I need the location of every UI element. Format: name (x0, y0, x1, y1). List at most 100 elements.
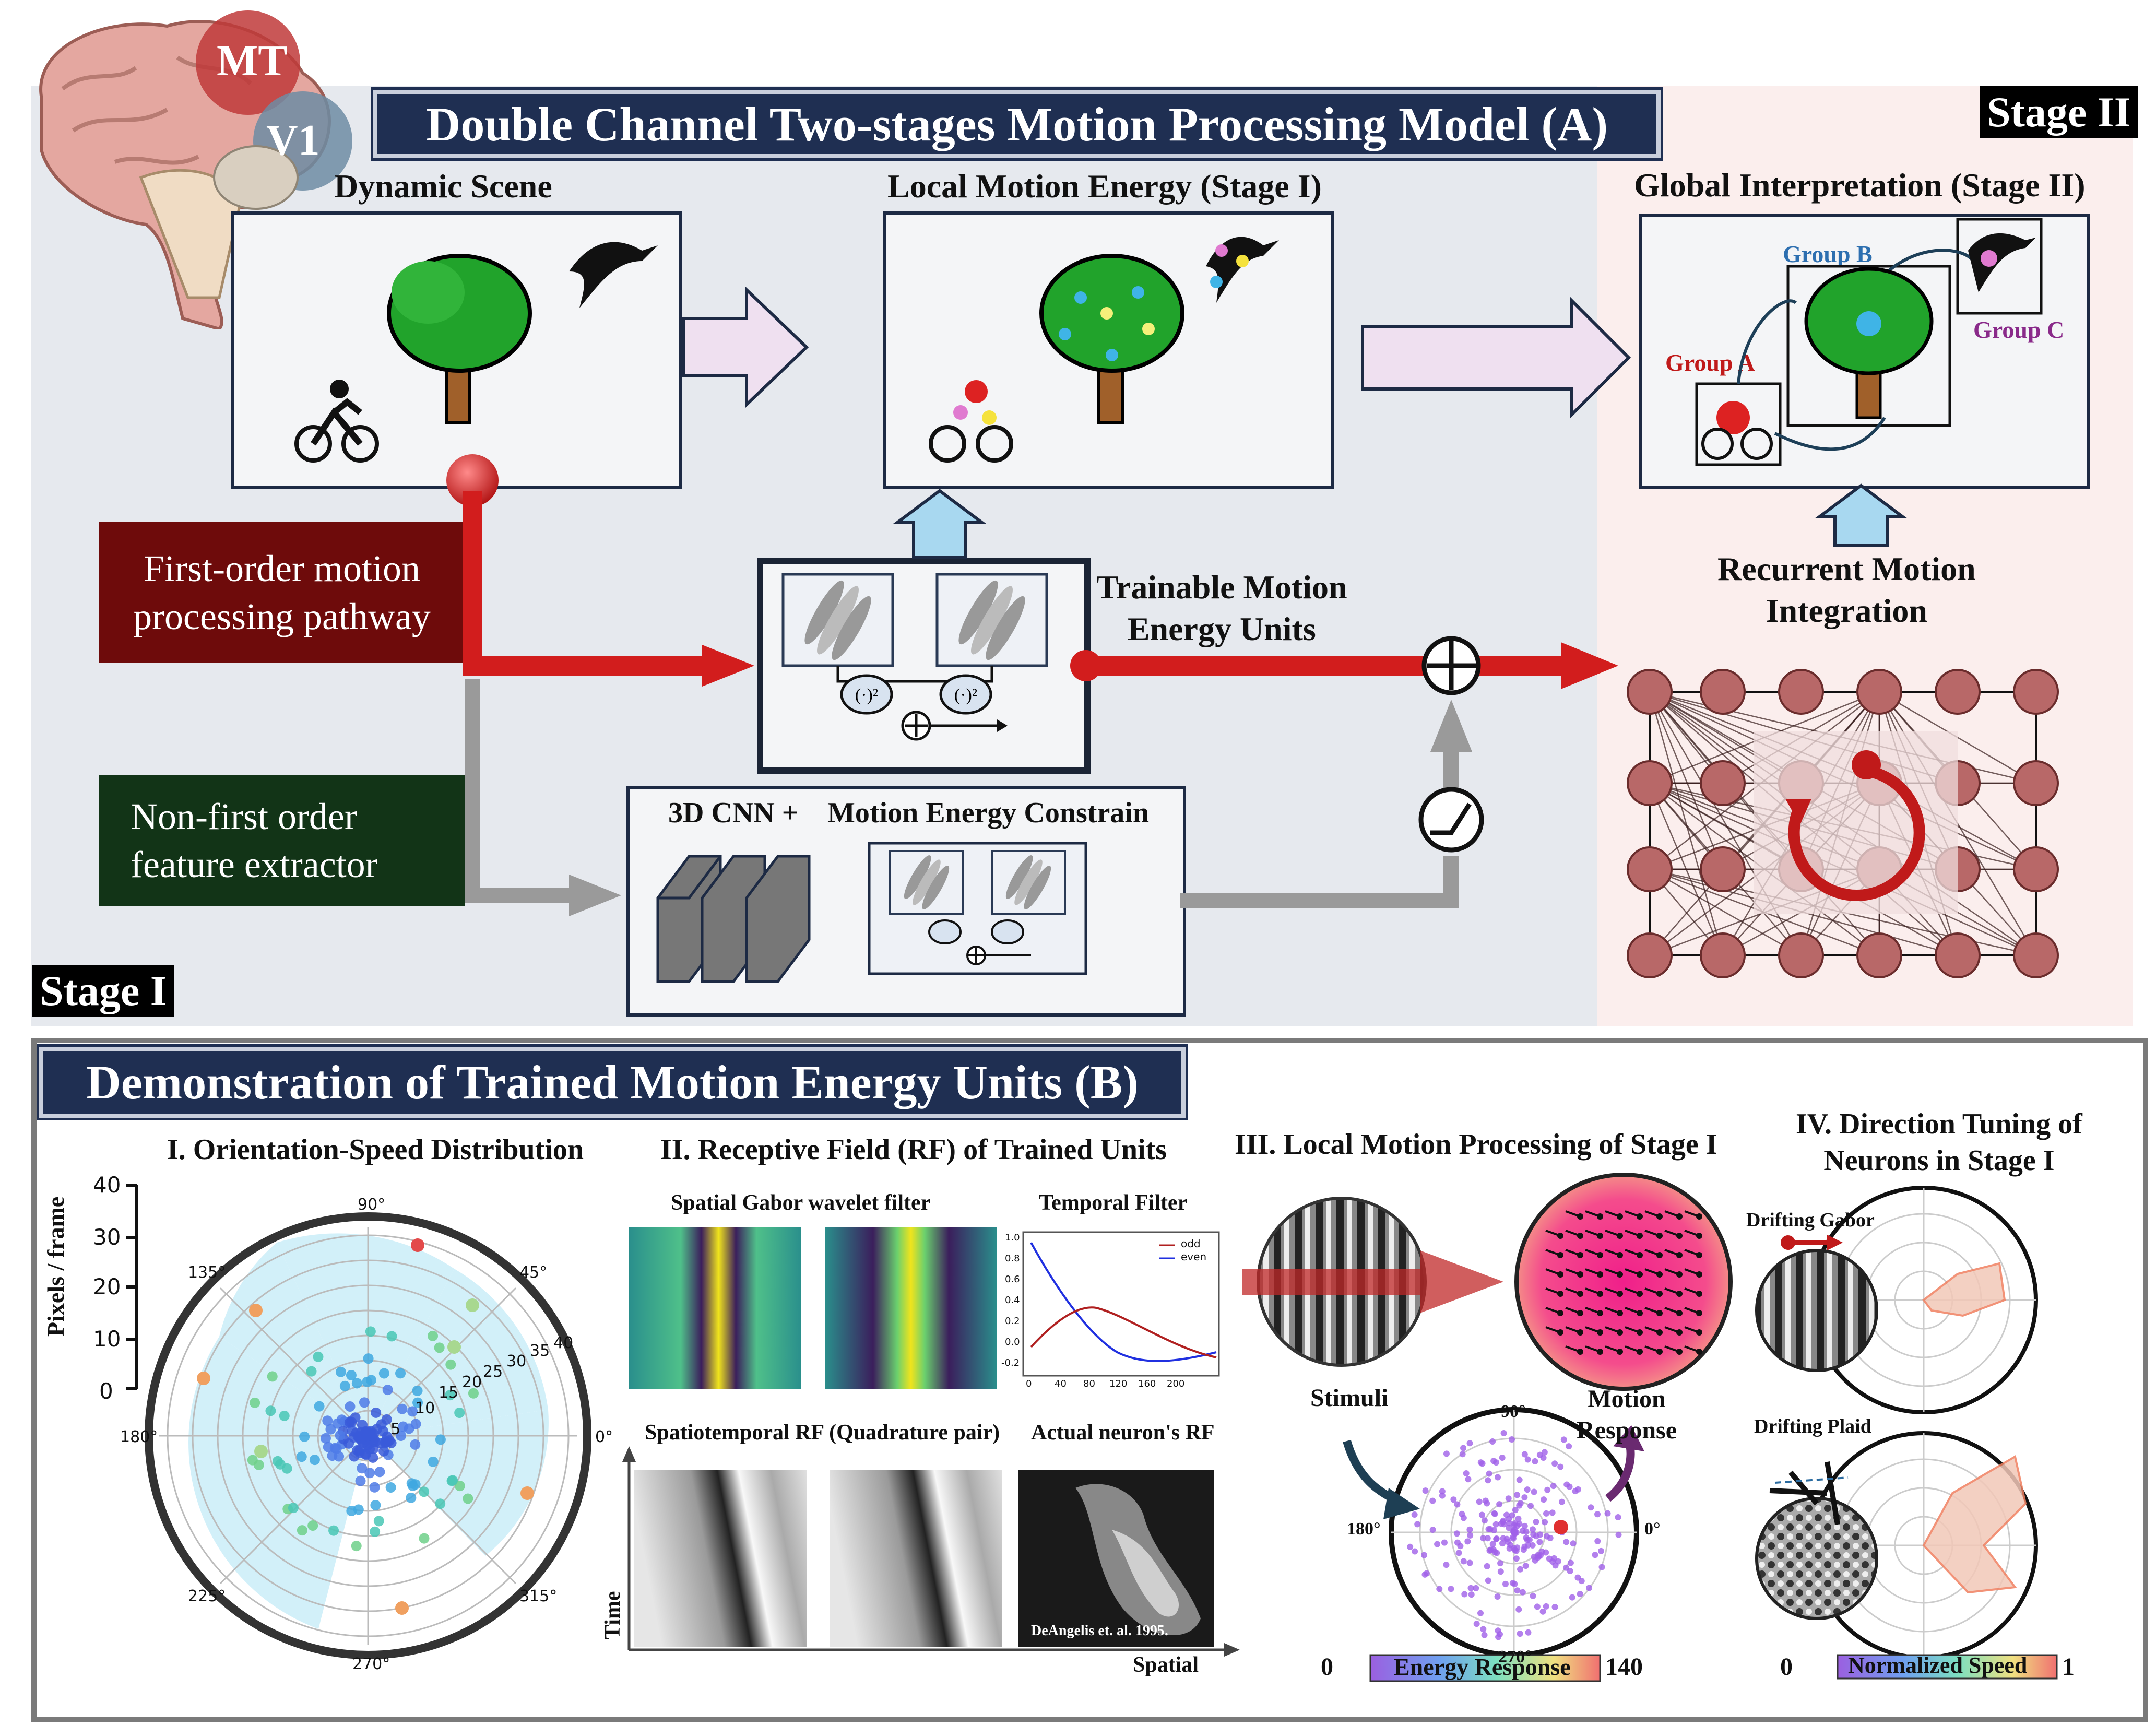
energy-point (1598, 1564, 1605, 1570)
network-node (1627, 932, 1673, 978)
energy-point (1511, 1545, 1518, 1552)
stage-two-label: Stage II (1980, 86, 2138, 138)
network-node (1935, 669, 1981, 715)
section4-title: IV. Direction Tuning of Neurons in Stage… (1796, 1108, 2082, 1177)
temporal-xtick-40: 40 (1055, 1378, 1067, 1389)
polar-point (395, 1368, 406, 1379)
energy-point (1489, 1541, 1496, 1547)
energy-point (1443, 1450, 1450, 1457)
polar-point (412, 1385, 423, 1396)
strf-odd (634, 1470, 807, 1647)
mt-label: MT (217, 37, 288, 85)
polar-point (378, 1368, 389, 1379)
network-node (1778, 669, 1824, 715)
polar-point (288, 1503, 299, 1514)
energy-point (1524, 1486, 1531, 1493)
energy-point (1520, 1546, 1527, 1553)
energy-point (1420, 1552, 1427, 1558)
energy-point (1516, 1476, 1523, 1483)
drifting-gabor-label: Drifting Gabor (1746, 1209, 1875, 1231)
time-axis-label: Time (601, 1591, 625, 1639)
energy-point (1524, 1456, 1531, 1463)
network-node (1700, 669, 1746, 715)
bird-icon (569, 242, 658, 308)
recurrent-loop-arrow (1788, 764, 1925, 901)
energy-point (1506, 1525, 1512, 1531)
energy-point (1429, 1527, 1436, 1533)
temporal-xtick-160: 160 (1138, 1378, 1156, 1389)
polar-point-outer (520, 1486, 534, 1500)
speed-cb-max: 1 (2062, 1653, 2075, 1681)
polar-point (365, 1326, 376, 1337)
polar-point (296, 1451, 307, 1462)
energy-point (1519, 1589, 1526, 1596)
energy-point (1543, 1603, 1549, 1610)
angle-135: 135° (188, 1263, 226, 1282)
polar-point (363, 1440, 374, 1451)
polar-point (386, 1331, 397, 1342)
gabor-label: Spatial Gabor wavelet filter (671, 1191, 931, 1215)
angle-315: 315° (519, 1587, 558, 1605)
angle-90: 90° (358, 1196, 386, 1214)
ytick-20: 20 (93, 1274, 121, 1299)
energy-point (1481, 1632, 1488, 1638)
polar-point (250, 1397, 260, 1408)
polar-point (335, 1430, 346, 1441)
polar-point (419, 1533, 430, 1544)
energy-point (1558, 1498, 1565, 1505)
svg-text:(·)²: (·)² (855, 686, 878, 705)
polar-point (353, 1504, 364, 1515)
v1-label: V1 (266, 116, 320, 164)
energy-point (1486, 1470, 1492, 1477)
ring-5: 5 (390, 1420, 401, 1438)
polar-point (357, 1463, 368, 1474)
speed-cb-min: 0 (1780, 1653, 1793, 1681)
polar-point-outer (249, 1304, 263, 1317)
gabor-tuning-curve (1922, 1262, 2006, 1317)
ytick-40: 40 (93, 1172, 121, 1198)
polar-point (407, 1406, 418, 1417)
angle-270: 270° (352, 1655, 390, 1673)
polar-point (307, 1520, 318, 1531)
temporal-label: Temporal Filter (1039, 1191, 1188, 1215)
polar-point (396, 1431, 407, 1442)
gabor-filter-even (825, 1227, 997, 1389)
energy-point (1407, 1543, 1414, 1550)
energy-cb-min: 0 (1321, 1653, 1333, 1681)
drifting-plaid-stimulus (1755, 1497, 1878, 1620)
energy-point (1551, 1460, 1558, 1467)
energy-point (1455, 1550, 1462, 1556)
energy-point (1450, 1496, 1457, 1503)
ytick-30: 30 (93, 1224, 121, 1250)
energy-point (1514, 1492, 1521, 1498)
energy-point (1574, 1486, 1581, 1493)
energy-point (1586, 1585, 1593, 1591)
energy-point (1512, 1507, 1519, 1514)
ring-40: 40 (553, 1334, 574, 1352)
network-node (1627, 669, 1673, 715)
energy-point (1466, 1440, 1473, 1447)
energy-point (1484, 1563, 1490, 1569)
polar-point (351, 1378, 362, 1389)
polar-point (309, 1455, 320, 1466)
panel-a-title: Double Channel Two-stages Motion Process… (371, 87, 1663, 161)
energy-point (1412, 1548, 1418, 1555)
energy-point (1473, 1585, 1479, 1591)
polar-point (320, 1433, 331, 1444)
polar-point (346, 1370, 357, 1381)
polar-point (373, 1516, 384, 1527)
cyclist-icon (294, 380, 379, 463)
polar-point (434, 1342, 445, 1353)
energy-point (1460, 1558, 1467, 1565)
network-node (2013, 669, 2059, 715)
energy-point (1480, 1535, 1487, 1542)
polar-point (339, 1380, 350, 1391)
citation: DeAngelis et. al. 1995. (1031, 1623, 1168, 1639)
energy-point (1592, 1552, 1598, 1558)
energy-point (1543, 1510, 1549, 1517)
energy-point (1484, 1535, 1491, 1542)
cnn-label: 3D CNN + (668, 797, 799, 829)
polar-point (445, 1390, 456, 1401)
energy-point (1551, 1604, 1558, 1611)
cnn-layers-icon (656, 855, 811, 983)
